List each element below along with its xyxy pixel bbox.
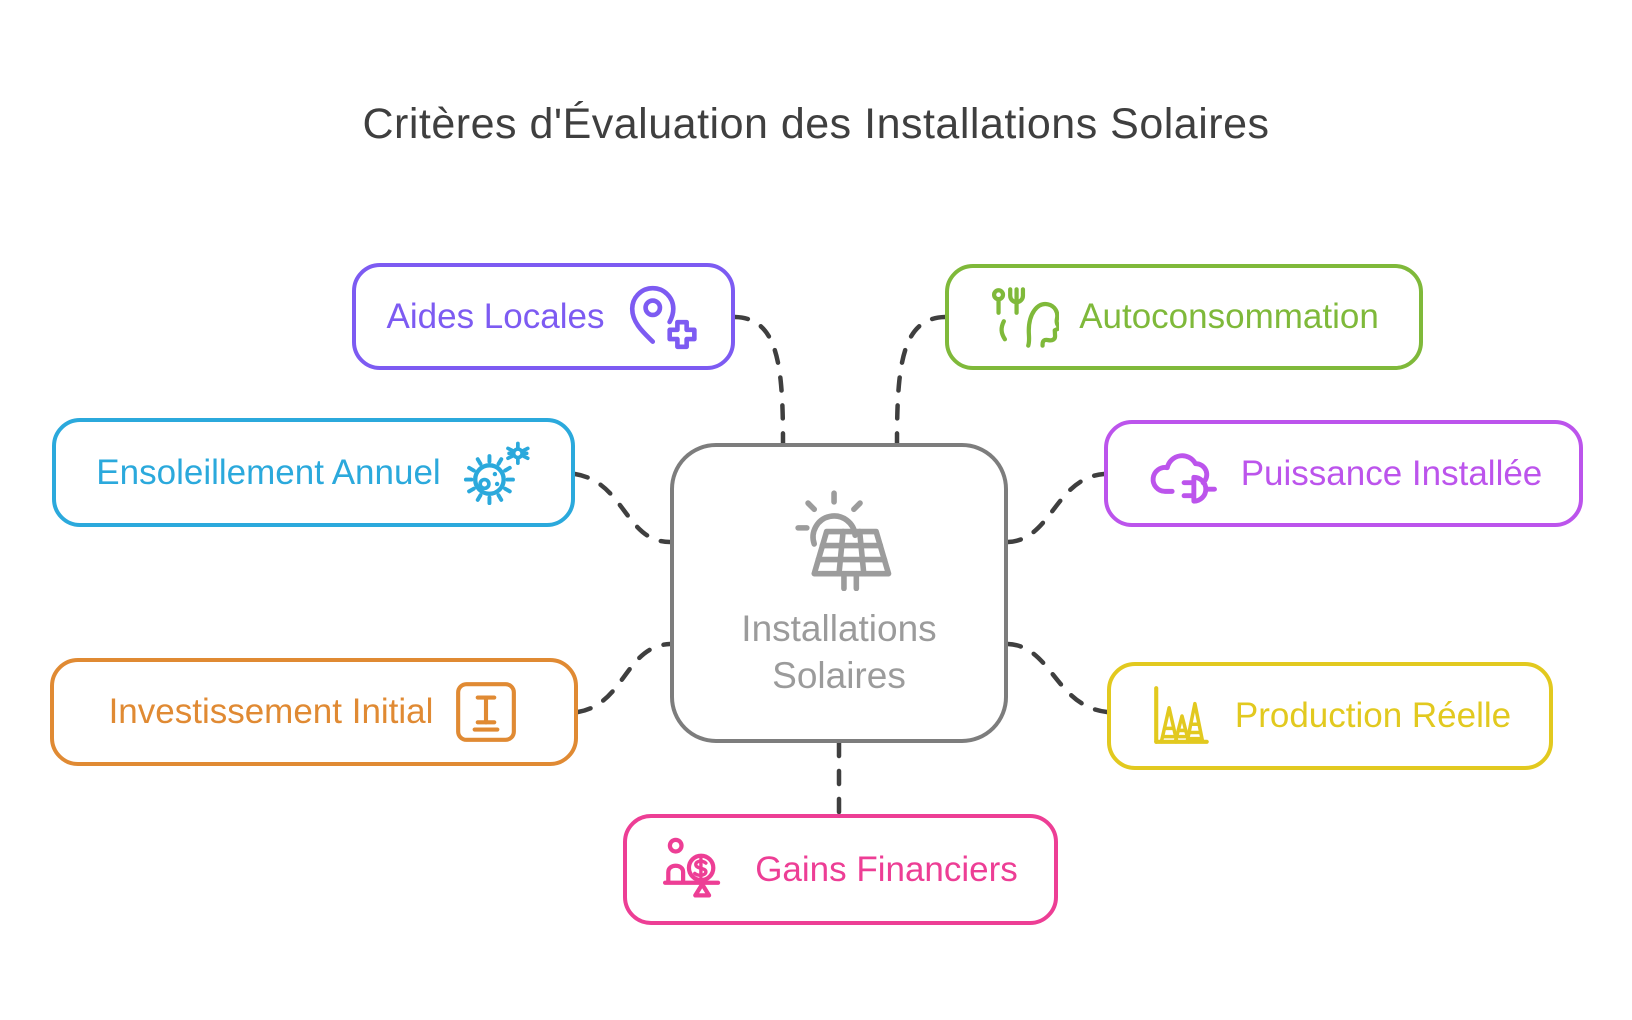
connector-investissement-initial bbox=[575, 641, 673, 715]
node-production-reelle: Production Réelle bbox=[1107, 662, 1553, 770]
text-cursor-box-icon bbox=[453, 679, 519, 745]
node-gains-financiers: Gains Financiers bbox=[623, 814, 1058, 925]
node-label: Investissement Initial bbox=[108, 692, 434, 731]
balance-money-icon bbox=[663, 836, 735, 904]
node-label: Gains Financiers bbox=[755, 849, 1018, 889]
connector-autoconsommation bbox=[894, 314, 948, 446]
central-node-installations-solaires: Installations Solaires bbox=[670, 443, 1008, 743]
connector-ensoleillement-annuel bbox=[572, 471, 673, 545]
central-label-line2: Solaires bbox=[772, 654, 906, 696]
node-label: Production Réelle bbox=[1234, 696, 1512, 735]
node-label: Aides Locales bbox=[386, 296, 605, 336]
connector-aides-locales bbox=[732, 314, 786, 446]
node-investissement-initial: Investissement Initial bbox=[50, 658, 578, 766]
node-puissance-installee: Puissance Installée bbox=[1104, 420, 1583, 527]
central-label-line1: Installations bbox=[741, 608, 937, 650]
node-autoconsommation: Autoconsommation bbox=[945, 264, 1423, 370]
node-label: Autoconsommation bbox=[1079, 297, 1379, 336]
cloud-plug-icon bbox=[1145, 442, 1221, 506]
consumption-head-icon bbox=[989, 285, 1060, 349]
sun-virus-gear-icon bbox=[461, 438, 531, 508]
page-title: Critères d'Évaluation des Installations … bbox=[362, 100, 1270, 148]
central-node-label: Installations Solaires bbox=[741, 606, 936, 699]
connector-puissance-installee bbox=[1005, 471, 1107, 545]
node-ensoleillement-annuel: Ensoleillement Annuel bbox=[52, 418, 575, 527]
location-pin-plus-icon bbox=[624, 284, 700, 350]
solar-panel-sun-icon bbox=[779, 487, 899, 596]
node-aides-locales: Aides Locales bbox=[352, 263, 735, 370]
connector-production-reelle bbox=[1005, 641, 1110, 715]
node-label: Puissance Installée bbox=[1240, 453, 1543, 493]
peaks-chart-icon bbox=[1149, 683, 1215, 749]
node-label: Ensoleillement Annuel bbox=[96, 452, 441, 492]
